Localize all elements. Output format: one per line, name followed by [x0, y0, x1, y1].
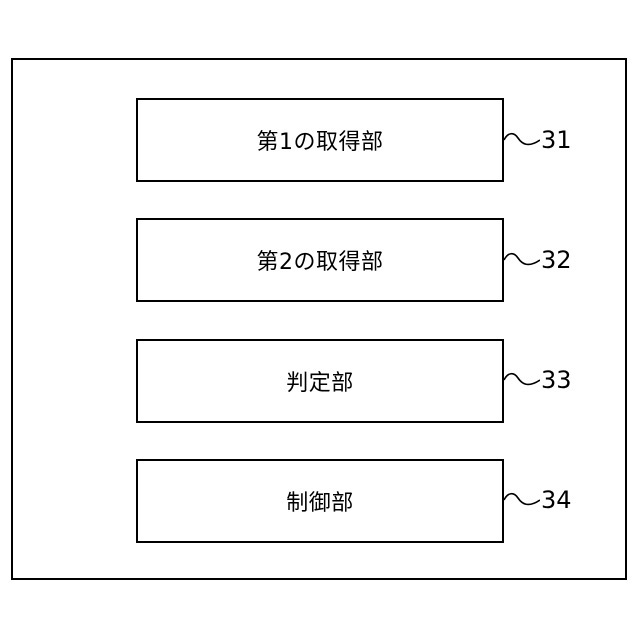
first-acquisition-unit-block: 第1の取得部: [136, 98, 504, 182]
reference-number: 31: [541, 128, 572, 152]
reference-number: 34: [541, 488, 572, 512]
leader-line: [504, 130, 540, 150]
leader-line: [504, 250, 540, 270]
reference-number: 32: [541, 248, 572, 272]
block-label: 判定部: [286, 365, 354, 397]
determination-unit-block: 判定部: [136, 339, 504, 423]
reference-number: 33: [541, 368, 572, 392]
leader-line: [504, 490, 540, 510]
second-acquisition-unit-block: 第2の取得部: [136, 218, 504, 302]
control-unit-block: 制御部: [136, 459, 504, 543]
leader-line: [504, 370, 540, 390]
block-label: 第2の取得部: [257, 244, 384, 276]
block-label: 第1の取得部: [257, 124, 384, 156]
block-label: 制御部: [286, 485, 354, 517]
